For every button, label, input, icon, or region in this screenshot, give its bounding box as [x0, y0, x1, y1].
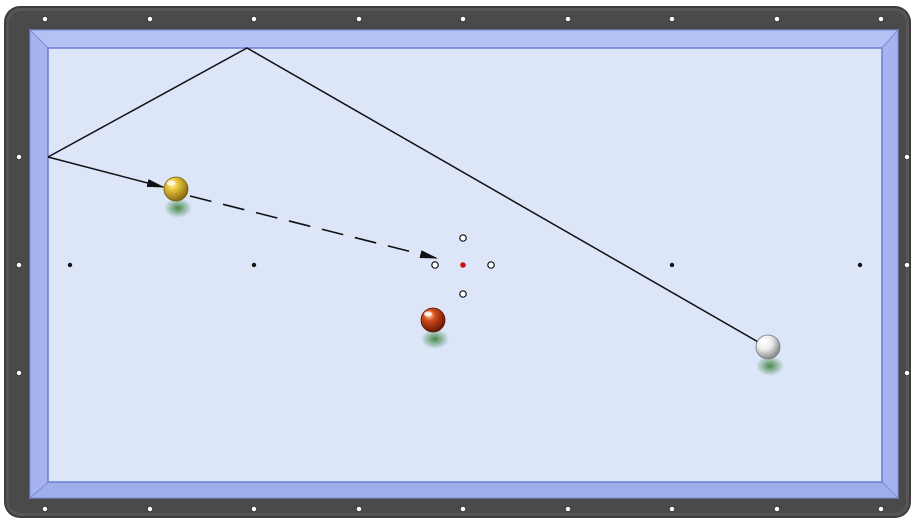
rail-diamond [356, 16, 362, 22]
table-spot [669, 262, 675, 268]
rail-diamond [16, 154, 22, 160]
rail-diamond [565, 16, 571, 22]
rail-diamond [460, 16, 466, 22]
rail-diamond [565, 506, 571, 512]
rail-diamond [356, 506, 362, 512]
rail-diamond [774, 506, 780, 512]
table-spot [251, 262, 257, 268]
rail-diamond [16, 262, 22, 268]
rail-diamond [669, 506, 675, 512]
yellow-ball[interactable] [163, 176, 192, 218]
target-ring-top [459, 234, 467, 242]
white-cue-ball[interactable] [755, 334, 784, 376]
rail-diamond [669, 16, 675, 22]
rail-diamond [904, 262, 910, 268]
red-ball[interactable] [420, 307, 449, 349]
rail-diamond [904, 154, 910, 160]
rail-diamond [460, 506, 466, 512]
rail-diamond [147, 16, 153, 22]
cue-ball-path [47, 47, 768, 348]
rail-diamond [16, 370, 22, 376]
target-ring-right [487, 261, 495, 269]
rail-diamond [42, 506, 48, 512]
rail-diamond [878, 506, 884, 512]
crosshair-icon [431, 234, 495, 298]
center-spot [460, 262, 466, 268]
rail-diamond [774, 16, 780, 22]
table-spot [67, 262, 73, 268]
rail-diamond [251, 506, 257, 512]
rail-diamond [147, 506, 153, 512]
table-spots [67, 262, 863, 268]
object-ball-path [189, 195, 438, 259]
rail-diamond [251, 16, 257, 22]
rail-diamond [878, 16, 884, 22]
rail-diamond [42, 16, 48, 22]
target-ring-left [431, 261, 439, 269]
rail-diamonds [16, 16, 910, 512]
rail-diamond [904, 370, 910, 376]
table-spot [857, 262, 863, 268]
target-ring-bottom [459, 290, 467, 298]
